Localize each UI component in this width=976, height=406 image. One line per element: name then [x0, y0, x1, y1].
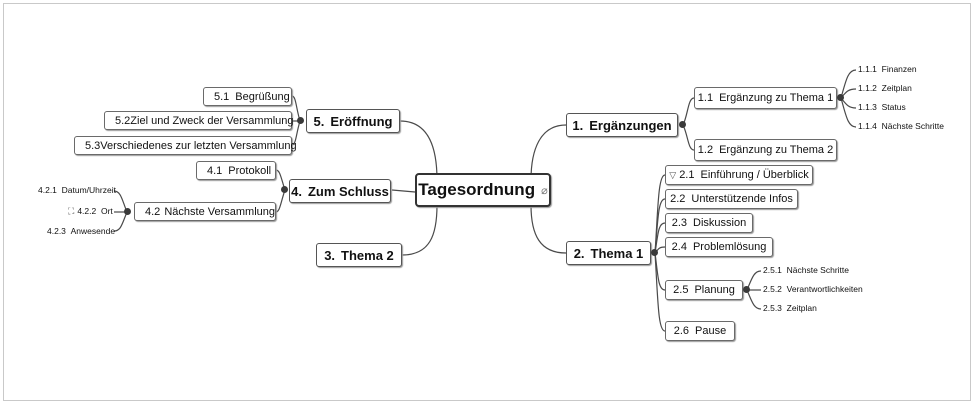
filter-icon: ▽ — [669, 169, 677, 180]
connector — [530, 204, 567, 254]
collapse-handle[interactable] — [281, 186, 288, 193]
leaf-4-2-3[interactable]: 4.2.3 Anwesende — [47, 226, 116, 236]
subtopic-4-2[interactable]: 4.2 Nächste Versammlung — [134, 202, 276, 221]
connector — [113, 211, 128, 232]
connector — [840, 97, 857, 128]
subtopic-1-1[interactable]: 1.1 Ergänzung zu Thema 1 — [694, 87, 837, 109]
connector — [682, 124, 695, 151]
subtopic-2-6[interactable]: 2.6 Pause — [665, 321, 735, 341]
connector — [275, 189, 286, 213]
leaf-1-1-2[interactable]: 1.1.2 Zeitplan — [858, 83, 912, 93]
connector — [530, 124, 567, 181]
subtopic-5-1[interactable]: 5.1 Begrüßung — [203, 87, 292, 106]
map-icon: ⛶ — [68, 206, 75, 216]
subtopic-5-3[interactable]: 5.3 Verschiedenes zur letzten Versammlun… — [74, 136, 297, 155]
collapse-handle[interactable] — [743, 286, 750, 293]
connector — [654, 222, 666, 254]
topic-eroeffnung[interactable]: 5. Eröffnung — [306, 109, 400, 133]
connector — [746, 289, 762, 310]
subtopic-2-2[interactable]: 2.2 Unterstützende Infos — [665, 189, 798, 209]
subtopic-1-2[interactable]: 1.2 Ergänzung zu Thema 2 — [694, 139, 837, 161]
leaf-4-2-1[interactable]: 4.2.1 Datum/Uhrzeit — [38, 185, 116, 195]
subtopic-2-3[interactable]: 2.3 Diskussion — [665, 213, 753, 233]
leaf-1-1-3[interactable]: 1.1.3 Status — [858, 102, 906, 112]
leaf-1-1-1[interactable]: 1.1.1 Finanzen — [858, 64, 917, 74]
subtopic-2-4[interactable]: 2.4 Problemlösung — [665, 237, 773, 257]
paperclip-icon[interactable]: ⌀ — [541, 184, 548, 197]
connector — [840, 69, 857, 99]
leaf-4-2-2[interactable]: ⛶4.2.2 Ort — [68, 206, 113, 216]
topic-thema-1[interactable]: 2. Thema 1 — [566, 241, 651, 265]
topic-zum-schluss[interactable]: 4. Zum Schluss — [289, 179, 391, 203]
connector — [401, 204, 438, 256]
collapse-handle[interactable] — [837, 94, 844, 101]
topic-thema-2[interactable]: 3. Thema 2 — [316, 243, 402, 267]
central-topic-label: Tagesordnung — [418, 180, 536, 199]
collapse-handle[interactable] — [679, 121, 686, 128]
subtopic-2-5[interactable]: 2.5 Planung — [665, 280, 743, 300]
collapse-handle[interactable] — [651, 249, 658, 256]
leaf-2-5-3[interactable]: 2.5.3 Zeitplan — [763, 303, 817, 313]
connector — [391, 189, 416, 193]
canvas-frame — [3, 3, 971, 401]
connector — [654, 252, 666, 332]
leaf-2-5-2[interactable]: 2.5.2 Verantwortlichkeiten — [763, 284, 863, 294]
collapse-handle[interactable] — [297, 117, 304, 124]
central-topic[interactable]: Tagesordnung ⌀ — [415, 173, 551, 207]
collapse-handle[interactable] — [124, 208, 131, 215]
subtopic-2-1[interactable]: ▽ 2.1 Einführung / Überblick — [665, 165, 813, 185]
connector — [291, 120, 301, 146]
leaf-2-5-1[interactable]: 2.5.1 Nächste Schritte — [763, 265, 850, 275]
subtopic-5-2[interactable]: 5.2 Ziel und Zweck der Versammlung — [104, 111, 294, 130]
connector — [399, 120, 438, 181]
subtopic-4-1[interactable]: 4.1 Protokoll — [196, 161, 276, 180]
topic-ergaenzungen[interactable]: 1. Ergänzungen — [566, 113, 678, 137]
leaf-1-1-4[interactable]: 1.1.4 Nächste Schritte — [858, 121, 945, 131]
